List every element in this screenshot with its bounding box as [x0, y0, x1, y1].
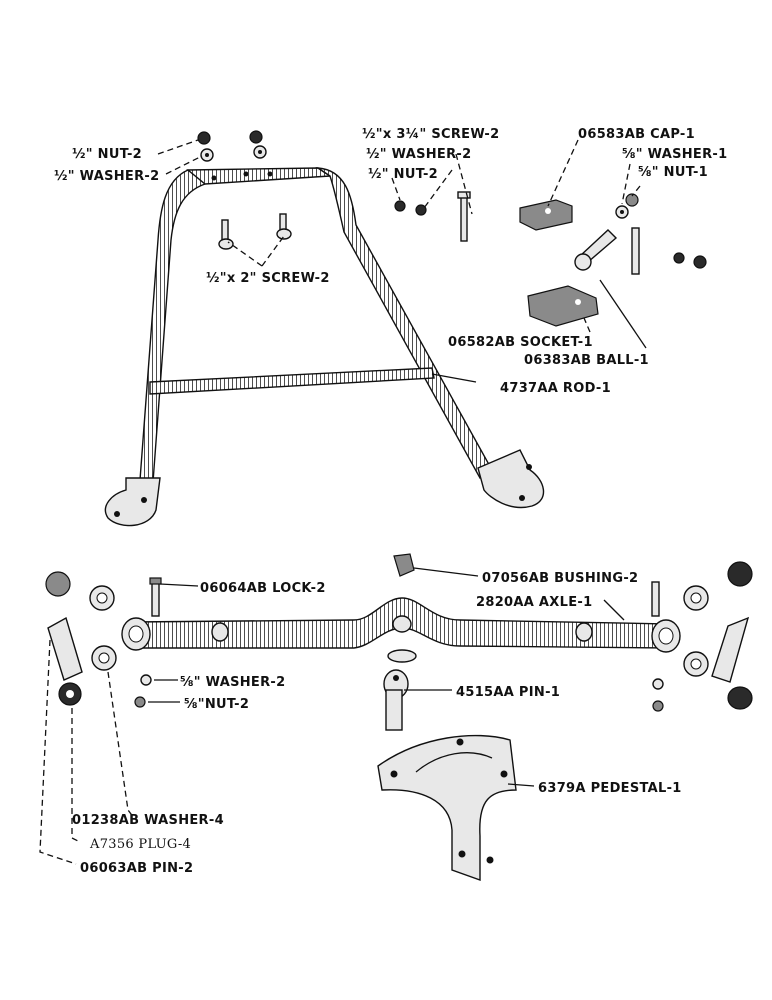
callout-labels: ½" NUT-2 ½" WASHER-2 ½"x 2" SCREW-2 ½"x … [54, 127, 727, 876]
label-nut-half: ½" NUT-2 [72, 147, 142, 162]
label-screw-half-x2: ½"x 2" SCREW-2 [206, 271, 330, 286]
label-nut-5-8: ⅝" NUT-1 [638, 165, 708, 180]
axle-hardware [45, 553, 753, 712]
label-bushing: 07056AB BUSHING-2 [482, 571, 638, 586]
leader-lines [39, 139, 647, 865]
label-lock: 06064AB LOCK-2 [200, 581, 326, 596]
front-axle [121, 597, 681, 653]
label-pedestal: 6379A PEDESTAL-1 [538, 781, 682, 796]
frame-screws [218, 213, 292, 250]
label-nut-half-b: ½" NUT-2 [368, 167, 438, 182]
label-washer-5-8: ⅝" WASHER-1 [622, 147, 727, 162]
label-socket: 06582AB SOCKET-1 [448, 335, 593, 350]
label-washer-5-8-b: ⅝" WASHER-2 [180, 675, 285, 690]
label-pin-4515: 4515AA PIN-1 [456, 685, 560, 700]
label-cap: 06583AB CAP-1 [578, 127, 695, 142]
pedestal-assembly [377, 649, 517, 881]
label-washer-half-b: ½" WASHER-2 [366, 147, 471, 162]
label-rod: 4737AA ROD-1 [500, 381, 611, 396]
label-nut-5-8-b: ⅝"NUT-2 [184, 697, 249, 712]
label-screw-half-x3q: ½"x 3¼" SCREW-2 [362, 127, 499, 142]
ball-socket-assembly [519, 193, 707, 327]
label-pin-06063: 06063AB PIN-2 [80, 861, 193, 876]
label-washer-half: ½" WASHER-2 [54, 169, 159, 184]
label-plug: A7356 PLUG-4 [89, 837, 191, 852]
top-left-hardware [197, 130, 267, 162]
radius-rod-frame [104, 167, 545, 527]
label-axle: 2820AA AXLE-1 [476, 595, 592, 610]
label-washer-01238: 01238AB WASHER-4 [72, 813, 224, 828]
top-middle-hardware [394, 191, 471, 242]
label-ball: 06383AB BALL-1 [524, 353, 649, 368]
